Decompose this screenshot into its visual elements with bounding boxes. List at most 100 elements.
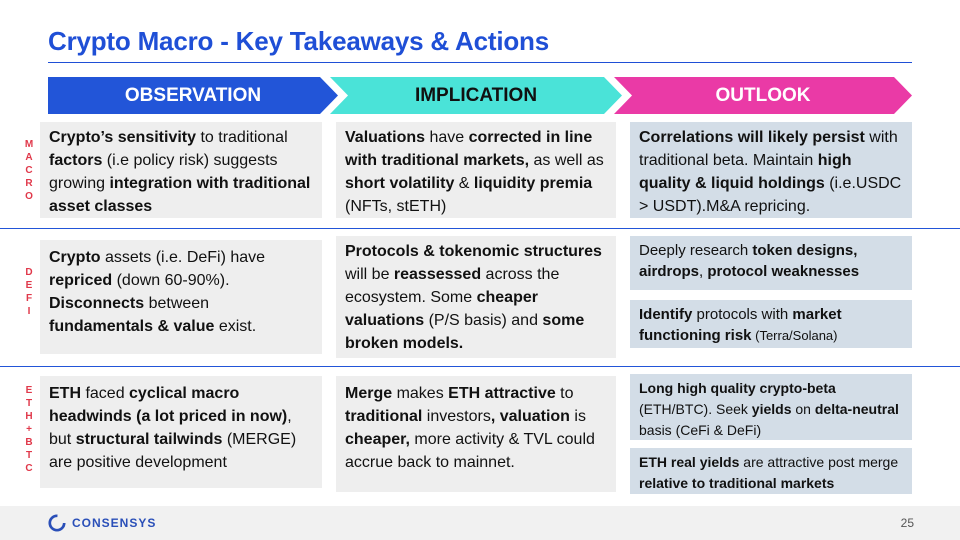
text-run: Crypto: [49, 249, 101, 266]
text-run: Merge: [345, 385, 393, 402]
text-run: (NFTs, stETH): [345, 198, 447, 215]
text-run: assets (i.e. DeFi) have: [100, 249, 266, 266]
text-run: more activity & TVL could accrue back to…: [345, 431, 595, 471]
text-run: exist.: [214, 318, 257, 335]
text-run: cyclical macro headwinds (a lot priced i…: [49, 385, 288, 425]
text-run: with traditional beta. Maintain: [639, 129, 898, 169]
text-run: market functioning risk: [639, 306, 842, 344]
logo-text: CONSENSYS: [72, 516, 157, 530]
header-implication: IMPLICATION: [330, 77, 622, 114]
text-run: investors: [422, 408, 491, 425]
text-run: ETH attractive: [448, 385, 556, 402]
text-run: is: [569, 408, 586, 425]
text-run: &: [454, 175, 474, 192]
text-run: Protocols & tokenomic structures: [345, 243, 602, 260]
text-run: some broken models.: [345, 312, 585, 352]
row-label-letter: T: [25, 450, 33, 461]
text-run: ,: [699, 263, 708, 280]
text-run: will be: [345, 266, 394, 283]
row-label-letter: T: [25, 398, 33, 409]
page-number: 25: [900, 516, 914, 530]
text-run: to: [555, 385, 574, 402]
text-run: (i.e policy risk) suggests growing: [49, 152, 278, 192]
defi-implication-box: Protocols & tokenomic structures will be…: [336, 236, 616, 358]
consensys-logo: CONSENSYS: [48, 514, 156, 532]
text-run: Long high quality crypto-beta: [639, 380, 836, 396]
text-run: basis (CeFi & DeFi): [639, 422, 762, 438]
text-run: on: [791, 401, 815, 417]
text-run: Deeply research: [639, 242, 753, 259]
header-observation-label: OBSERVATION: [124, 84, 262, 106]
text-run: fundamentals & value: [49, 318, 215, 335]
row-divider-defi: [0, 366, 960, 367]
row-label-letter: +: [26, 424, 32, 435]
text-run: yields: [751, 401, 792, 417]
text-run: have: [425, 129, 469, 146]
text-run: relative to traditional markets: [639, 475, 835, 491]
text-run: across the ecosystem. Some: [345, 266, 560, 306]
macro-observation-box: Crypto’s sensitivity to traditional fact…: [40, 122, 322, 218]
text-run: protocol weaknesses: [707, 263, 860, 280]
text-run: (down 60-90%).: [112, 272, 230, 289]
text-run: delta-neutral: [814, 401, 899, 417]
text-run: Identify: [639, 306, 693, 323]
text-run: between: [144, 295, 210, 312]
text-run: repriced: [49, 272, 113, 289]
text-run: protocols with: [692, 306, 793, 323]
row-label-letter: B: [25, 437, 33, 448]
text-run: Valuations: [345, 129, 426, 146]
text-run: traditional: [345, 408, 423, 425]
text-run: (Terra/Solana): [751, 328, 838, 343]
row-label-letter: I: [27, 306, 31, 317]
row-label-letter: M: [24, 139, 34, 150]
text-run: (ETH/BTC). Seek: [639, 401, 752, 417]
eth-observation-box: ETH faced cyclical macro headwinds (a lo…: [40, 376, 322, 488]
text-run: cheaper valuations: [345, 289, 538, 329]
text-run: corrected in line with traditional marke…: [345, 129, 593, 169]
text-run: (i.e.USDC > USDT).M&A repricing.: [639, 175, 902, 215]
text-run: liquidity premia: [473, 175, 593, 192]
macro-implication-box: Valuations have corrected in line with t…: [336, 122, 616, 218]
row-label-letter: C: [25, 463, 33, 474]
text-run: (P/S basis) and: [424, 312, 543, 329]
header-outlook-label: OUTLOOK: [715, 84, 811, 106]
text-run: to traditional: [196, 129, 288, 146]
text-run: integration with traditional asset class…: [49, 175, 311, 215]
row-label-letter: D: [25, 267, 33, 278]
slide-title: Crypto Macro - Key Takeaways & Actions: [48, 26, 549, 56]
row-label-letter: O: [25, 191, 33, 202]
row-label-letter: C: [25, 165, 33, 176]
text-run: factors: [49, 152, 103, 169]
defi-outlook-box-1: Deeply research token designs, airdrops,…: [630, 236, 912, 290]
text-run: as well as: [529, 152, 604, 169]
row-label-letter: R: [25, 178, 33, 189]
consensys-logo-icon: [48, 514, 66, 532]
text-run: reassessed: [393, 266, 482, 283]
defi-outlook-box-2: Identify protocols with market functioni…: [630, 300, 912, 348]
text-run: makes: [392, 385, 449, 402]
row-divider-macro: [0, 228, 960, 229]
text-run: high quality & liquid holdings: [639, 152, 852, 192]
text-run: , but: [49, 408, 292, 448]
text-run: are attractive post merge: [739, 454, 899, 470]
text-run: short volatility: [345, 175, 455, 192]
text-run: ETH real yields: [639, 454, 740, 470]
text-run: Crypto’s sensitivity: [49, 129, 197, 146]
header-outlook: OUTLOOK: [614, 77, 912, 114]
text-run: Correlations will likely persist: [639, 129, 865, 146]
footer-bar: CONSENSYS 25: [0, 506, 960, 540]
text-run: (MERGE) are positive development: [49, 431, 297, 471]
text-run: token designs, airdrops: [639, 242, 858, 280]
row-label-letter: H: [25, 411, 33, 422]
text-run: structural tailwinds: [75, 431, 223, 448]
header-implication-label: IMPLICATION: [414, 84, 538, 106]
text-run: cheaper,: [345, 431, 410, 448]
text-run: faced: [81, 385, 130, 402]
macro-outlook-box: Correlations will likely persist with tr…: [630, 122, 912, 218]
row-label-letter: E: [25, 385, 33, 396]
row-label-letter: A: [25, 152, 33, 163]
text-run: ETH: [49, 385, 81, 402]
